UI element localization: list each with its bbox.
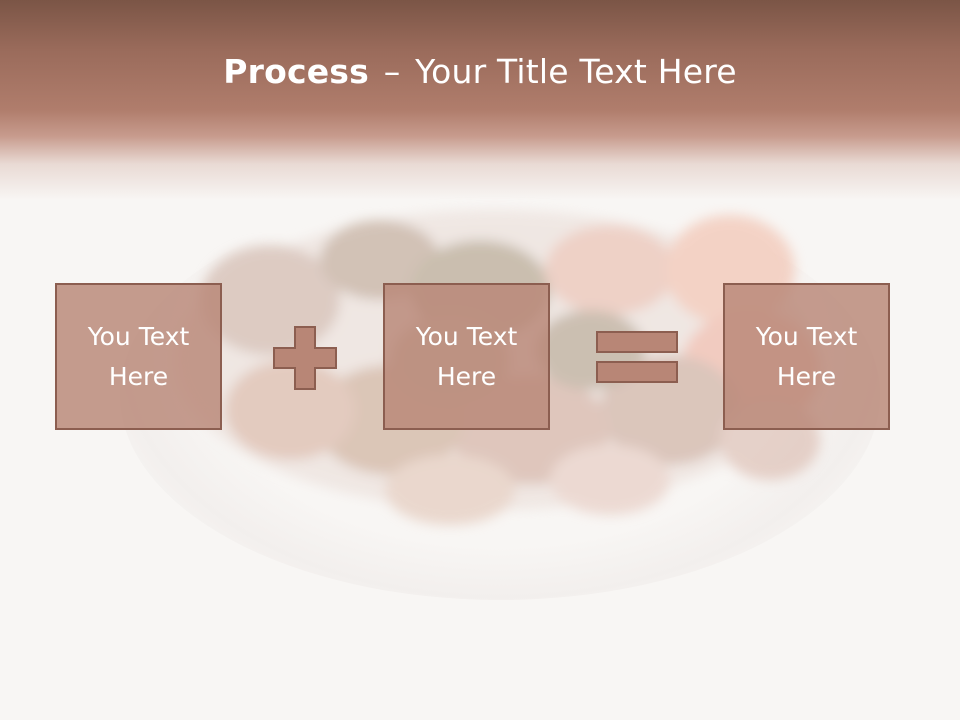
header-band <box>0 0 960 200</box>
title-dash: – <box>383 52 401 91</box>
text-box-1-content: You Text Here <box>88 317 190 397</box>
text-box-2-line1: You Text <box>415 321 518 351</box>
plus-icon <box>273 326 337 390</box>
title-text: Your Title Text Here <box>415 52 737 91</box>
text-box-2-line2: Here <box>436 361 497 391</box>
text-box-3-content: You Text Here <box>756 317 858 397</box>
text-box-3-line1: You Text <box>755 321 858 351</box>
text-box-3[interactable]: You Text Here <box>723 283 890 430</box>
slide-title: Process – Your Title Text Here <box>0 52 960 91</box>
text-box-1[interactable]: You Text Here <box>55 283 222 430</box>
text-box-2-content: You Text Here <box>416 317 518 397</box>
text-box-1-line2: Here <box>108 361 169 391</box>
title-bold: Process <box>223 52 369 91</box>
text-box-3-line2: Here <box>776 361 837 391</box>
text-box-1-line1: You Text <box>87 321 190 351</box>
equals-icon <box>596 331 678 383</box>
text-box-2[interactable]: You Text Here <box>383 283 550 430</box>
